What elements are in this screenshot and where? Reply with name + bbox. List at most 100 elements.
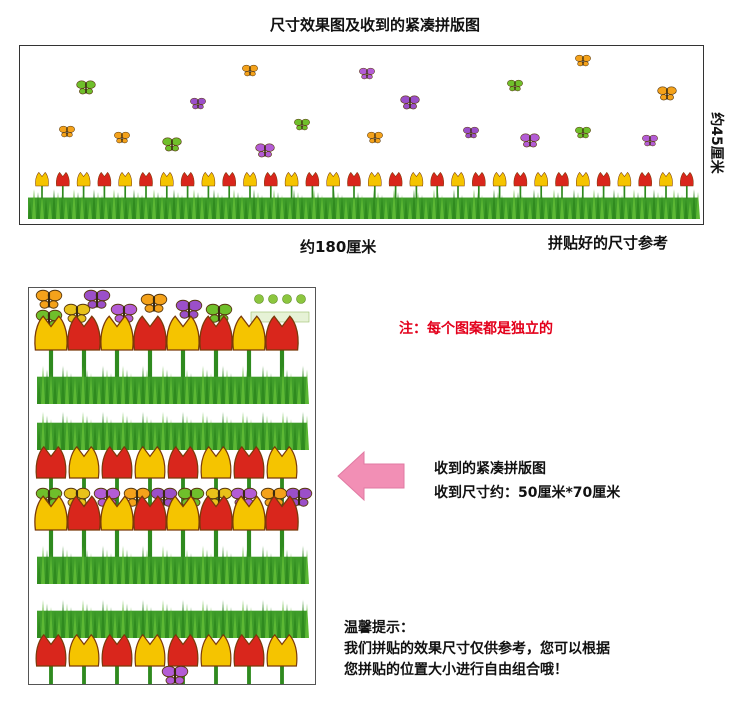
cut-line — [35, 592, 311, 595]
compact-sheet-art — [34, 289, 313, 684]
butterfly-icon — [657, 86, 677, 101]
tulip-icon — [233, 633, 265, 684]
tulip-icon — [67, 315, 101, 382]
tulip-icon — [232, 495, 266, 562]
tulip-icon — [34, 315, 68, 382]
independent-pattern-note: 注：每个图案都是独立的 — [399, 321, 553, 337]
butterfly-icon — [162, 137, 182, 152]
tulip-icon — [67, 495, 101, 562]
tulip-icon — [409, 171, 424, 199]
tulip-icon — [451, 171, 465, 199]
tulip-icon — [160, 171, 174, 199]
tulip-icon — [76, 171, 91, 199]
tip-line-2: 您拼贴的位置大小进行自由组合哦！ — [344, 662, 568, 678]
tulip-icon — [180, 171, 195, 199]
butterfly-icon — [463, 126, 479, 139]
tulip-icon — [347, 171, 361, 199]
butterfly-icon — [140, 293, 168, 313]
tulip-icon — [264, 171, 278, 199]
butterfly-icon — [294, 118, 310, 131]
butterfly-icon — [575, 126, 591, 139]
butterfly-icon — [507, 79, 523, 92]
sheet-grass-strip — [37, 545, 309, 584]
tip-title: 温馨提示： — [344, 620, 414, 636]
tulip-icon — [265, 495, 299, 562]
compact-sheet — [28, 287, 316, 685]
butterfly-icon — [242, 64, 258, 77]
tulip-icon — [659, 171, 673, 199]
butterfly-icon — [367, 131, 383, 144]
butterfly-icon — [114, 131, 130, 144]
tulip-icon — [430, 171, 444, 199]
butterfly-icon — [83, 289, 111, 309]
sheet-grass-strip — [37, 365, 309, 404]
received-size: 收到尺寸约：50厘米*70厘米 — [434, 485, 621, 501]
height-dimension: 约45厘米 — [706, 98, 728, 188]
butterfly-icon — [359, 67, 375, 80]
tulip-icon — [133, 315, 167, 382]
assembled-grass-strip — [28, 188, 700, 219]
butterfly-icon — [642, 134, 658, 147]
tulip-icon — [305, 171, 320, 199]
tulip-icon — [513, 171, 528, 199]
butterfly-icon — [190, 97, 206, 110]
tip-line-1: 我们拼贴的效果尺寸仅供参考，您可以根据 — [344, 641, 610, 657]
tulip-icon — [492, 171, 507, 199]
tip-block: 温馨提示： 我们拼贴的效果尺寸仅供参考，您可以根据 您拼贴的位置大小进行自由组合… — [344, 618, 610, 681]
tulip-icon — [638, 171, 652, 199]
tulip-icon — [100, 315, 134, 382]
sheet-grass-strip — [37, 599, 309, 638]
butterfly-icon — [575, 54, 591, 67]
tulip-icon — [118, 171, 132, 199]
assembled-preview — [19, 45, 704, 225]
butterfly-icon — [255, 143, 275, 158]
tulip-icon — [368, 171, 382, 199]
received-title: 收到的紧凑拼版图 — [434, 461, 546, 477]
left-arrow-icon — [337, 450, 405, 502]
tulip-icon — [617, 171, 632, 199]
tulip-icon — [555, 171, 569, 199]
butterfly-icon — [175, 299, 203, 319]
tulip-icon — [199, 495, 233, 562]
tulip-icon — [133, 495, 167, 562]
tulip-icon — [34, 495, 68, 562]
tulip-icon — [243, 171, 257, 199]
butterfly-icon — [520, 133, 540, 148]
tulip-icon — [100, 495, 134, 562]
tulip-icon — [596, 171, 611, 199]
preview-caption: 拼贴好的尺寸参考 — [548, 234, 669, 252]
tulip-icon — [139, 171, 153, 199]
height-dimension-label: 约45厘米 — [708, 112, 724, 174]
tulip-icon — [680, 171, 694, 199]
cut-line — [35, 404, 311, 407]
width-dimension-label: 约180厘米 — [300, 238, 377, 256]
tulip-icon — [265, 315, 299, 382]
tulip-icon — [97, 171, 112, 199]
butterfly-icon — [205, 303, 233, 323]
butterfly-icon — [161, 665, 189, 684]
tulip-icon — [166, 315, 200, 382]
tulip-icon — [232, 315, 266, 382]
tulip-icon — [388, 171, 403, 199]
sheet-grass-strip — [37, 411, 309, 450]
tulip-icon — [35, 171, 49, 199]
tulip-icon — [222, 171, 236, 199]
assembled-preview-art — [28, 54, 700, 219]
tulip-icon — [199, 315, 233, 382]
tulip-icon — [101, 633, 133, 684]
tulip-icon — [56, 171, 70, 199]
tulip-icon — [326, 171, 340, 199]
butterfly-icon — [400, 95, 420, 110]
tulip-icon — [166, 495, 200, 562]
butterfly-icon — [59, 125, 75, 138]
small-sticker-group — [250, 294, 310, 323]
butterfly-icon — [35, 289, 63, 309]
tulip-icon — [134, 633, 166, 684]
tulip-icon — [284, 171, 299, 199]
tulip-icon — [534, 171, 548, 199]
tulip-icon — [200, 633, 232, 684]
tulip-icon — [266, 633, 298, 684]
tulip-icon — [576, 171, 590, 199]
tulip-icon — [201, 171, 216, 199]
tulip-icon — [472, 171, 486, 199]
